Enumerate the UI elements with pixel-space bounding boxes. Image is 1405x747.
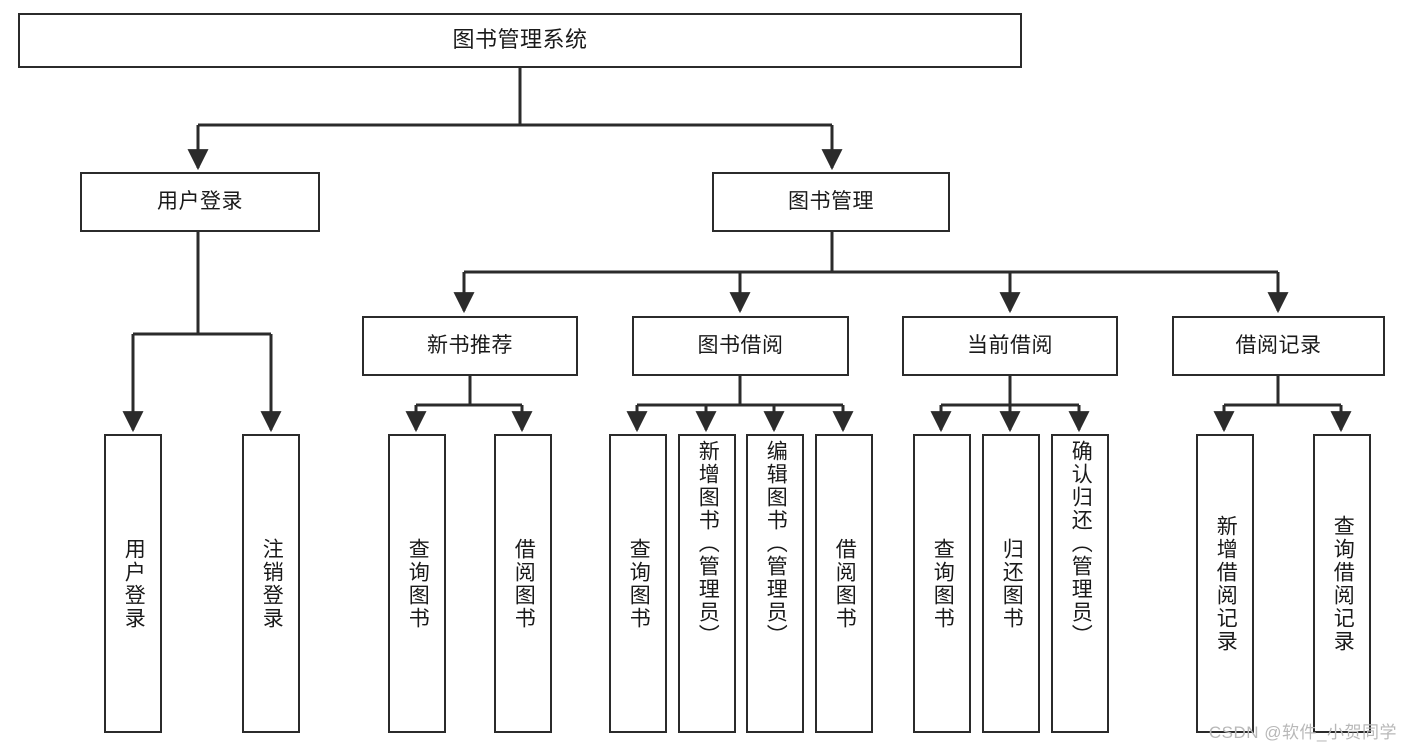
node-label: 新增图书（管理员） [696,440,720,647]
node-current-borrow[interactable]: 当前借阅 [902,316,1118,376]
node-label: 查询图书 [406,537,430,630]
node-label: 新增借阅记录 [1214,514,1238,653]
node-label: 注销登录 [260,537,284,630]
leaf-current-borrow-return-books[interactable]: 归还图书 [982,434,1040,733]
leaf-current-borrow-confirm-return-admin[interactable]: 确认归还（管理员） [1051,434,1109,733]
node-label: 查询借阅记录 [1331,514,1355,653]
node-label: 借阅图书 [833,537,857,630]
node-label: 用户登录 [122,537,146,630]
leaf-book-borrow-add-book-admin[interactable]: 新增图书（管理员） [678,434,736,733]
node-label: 借阅记录 [1235,334,1322,358]
leaf-user-login-logout[interactable]: 注销登录 [242,434,300,733]
node-root-book-management-system[interactable]: 图书管理系统 [18,13,1022,68]
node-label: 图书借阅 [697,334,784,358]
leaf-new-book-borrow-books[interactable]: 借阅图书 [494,434,552,733]
node-label: 借阅图书 [512,537,536,630]
node-user-login[interactable]: 用户登录 [80,172,320,232]
leaf-new-book-query-books[interactable]: 查询图书 [388,434,446,733]
node-book-management[interactable]: 图书管理 [712,172,950,232]
node-label: 图书管理 [788,190,874,214]
node-label: 图书管理系统 [452,27,588,53]
node-label: 查询图书 [627,537,651,630]
node-label: 归还图书 [1000,537,1024,630]
node-book-borrow[interactable]: 图书借阅 [632,316,849,376]
leaf-borrow-record-add-record[interactable]: 新增借阅记录 [1196,434,1254,733]
node-borrow-record[interactable]: 借阅记录 [1172,316,1385,376]
node-label: 新书推荐 [427,334,513,358]
leaf-current-borrow-query-books[interactable]: 查询图书 [913,434,971,733]
leaf-borrow-record-query-record[interactable]: 查询借阅记录 [1313,434,1371,733]
node-label: 确认归还（管理员） [1069,440,1093,647]
leaf-book-borrow-query-books[interactable]: 查询图书 [609,434,667,733]
node-label: 用户登录 [157,190,243,214]
node-label: 当前借阅 [967,334,1053,358]
node-new-book-recommend[interactable]: 新书推荐 [362,316,578,376]
node-label: 编辑图书（管理员） [764,440,788,647]
leaf-book-borrow-edit-book-admin[interactable]: 编辑图书（管理员） [746,434,804,733]
leaf-book-borrow-borrow-books[interactable]: 借阅图书 [815,434,873,733]
node-label: 查询图书 [931,537,955,630]
csdn-watermark: CSDN @软件_小贺同学 [1208,723,1397,742]
leaf-user-login-login[interactable]: 用户登录 [104,434,162,733]
